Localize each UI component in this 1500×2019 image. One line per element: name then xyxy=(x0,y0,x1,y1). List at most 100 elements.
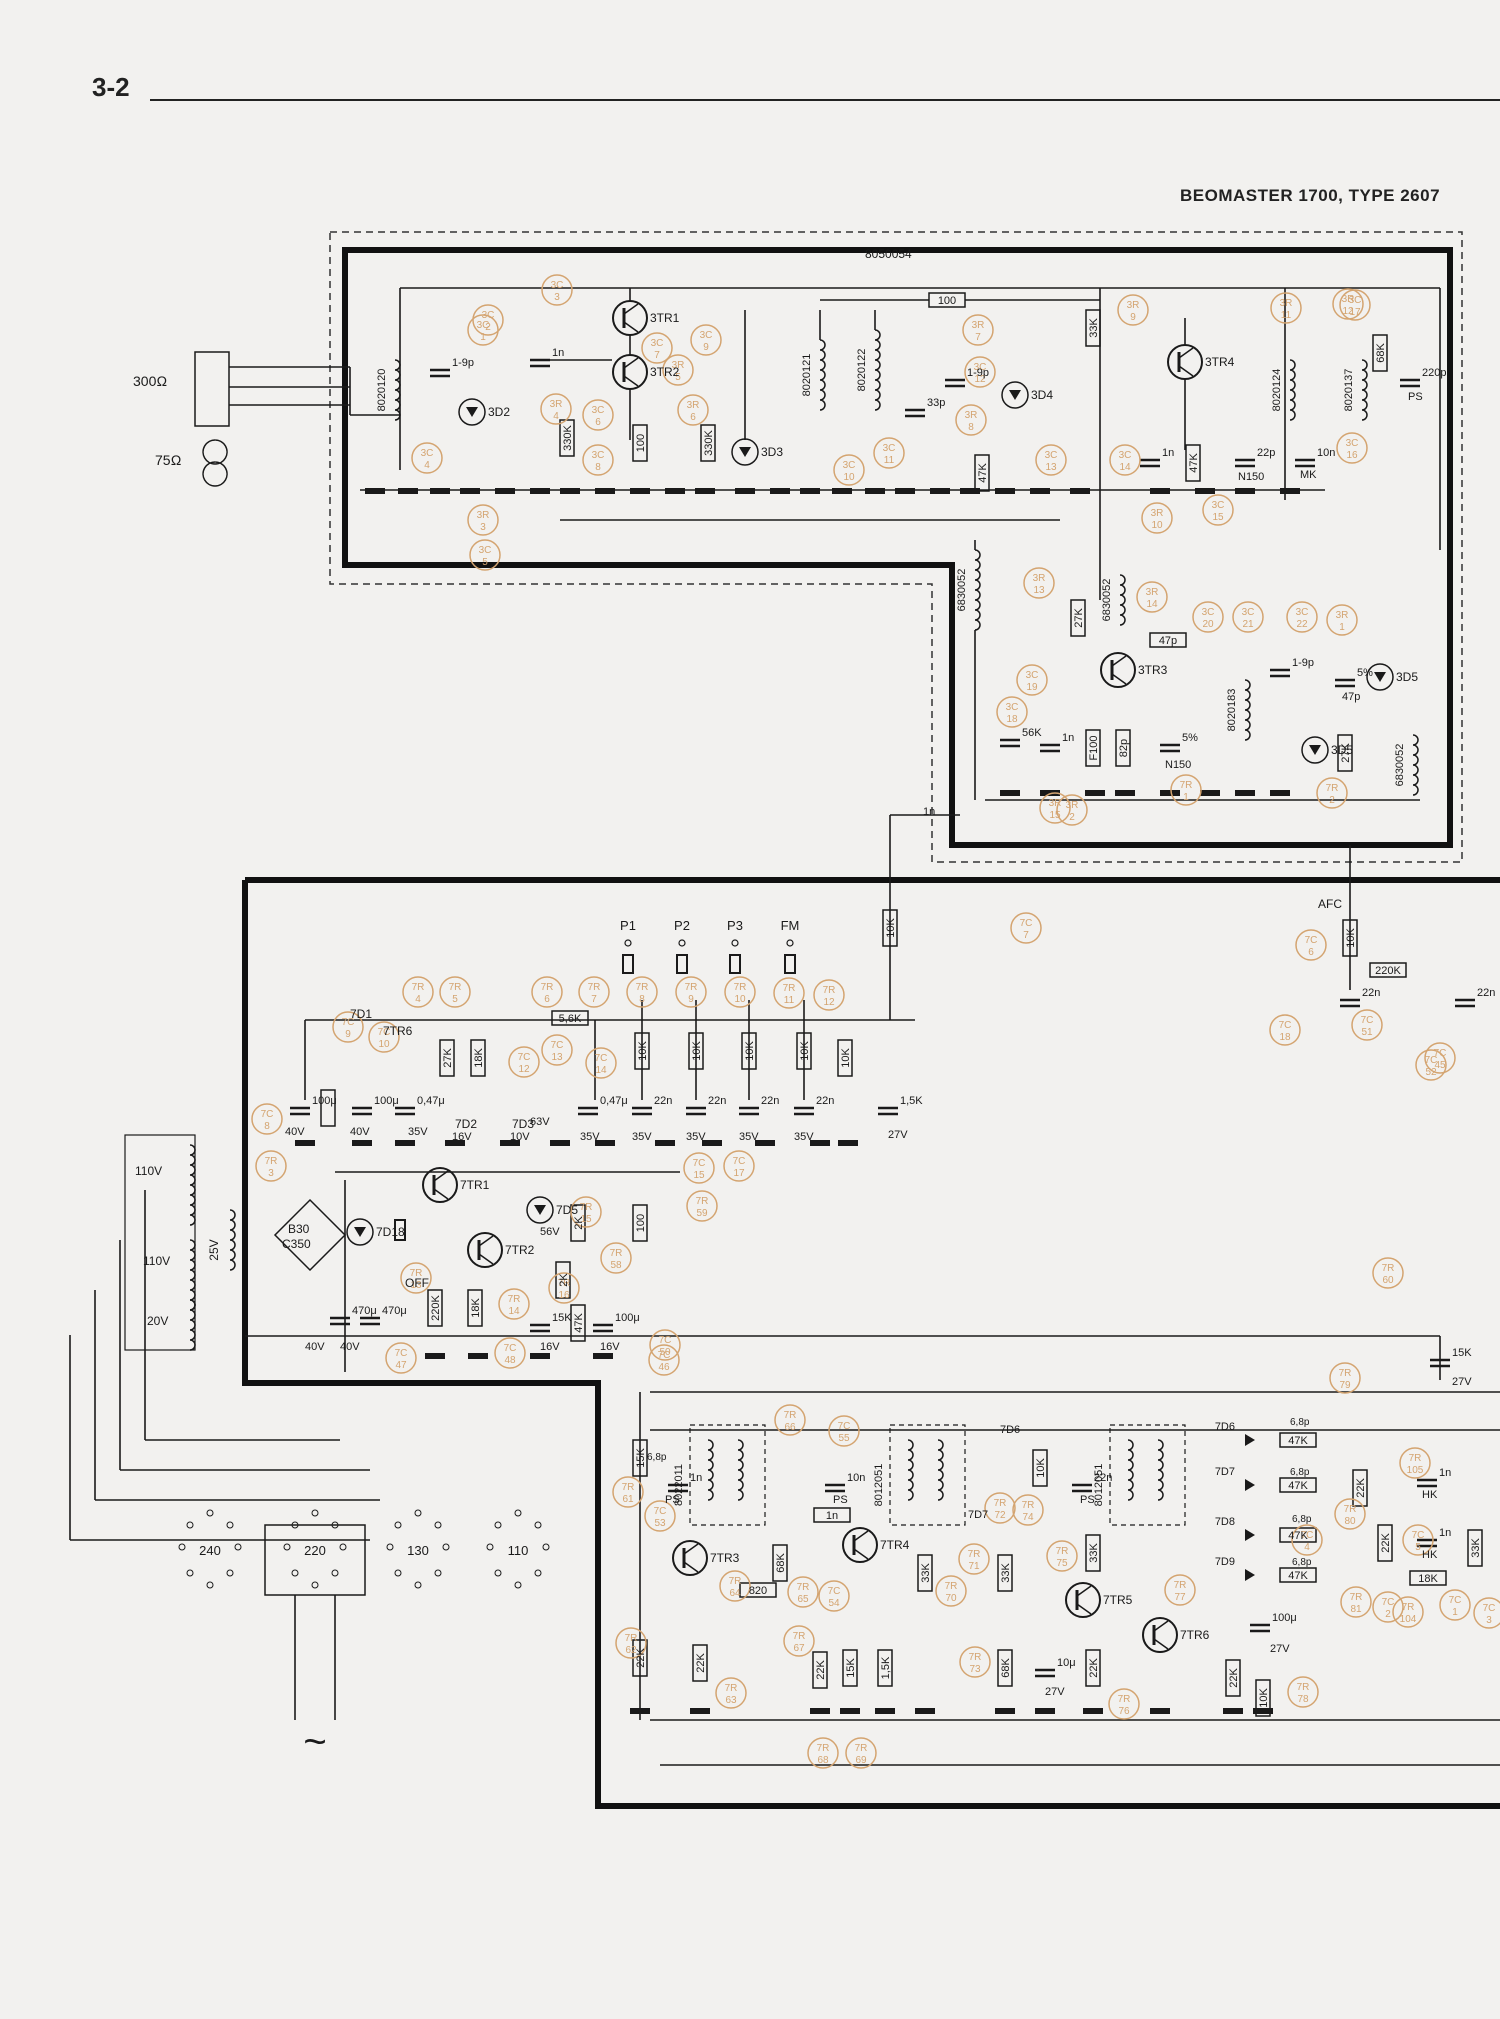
transistor-emitter xyxy=(623,375,639,387)
callout-prefix: 3C xyxy=(551,280,564,291)
capacitor-value: 56K xyxy=(1022,727,1042,739)
callout-circle xyxy=(615,1627,647,1659)
callout-circle xyxy=(813,979,845,1011)
resistor-value: 22K xyxy=(1380,1533,1392,1553)
callout-number: 7 xyxy=(654,350,660,361)
resistor xyxy=(1255,1679,1271,1717)
callout-circle xyxy=(1332,288,1364,320)
tolerance: 6,8p xyxy=(1292,1514,1312,1525)
callout-number: 15 xyxy=(1212,512,1224,523)
callout-circle xyxy=(402,976,434,1008)
resistor-value: 27K xyxy=(1340,743,1352,763)
callout-number: 11 xyxy=(1281,310,1292,321)
tolerance: 6,8p xyxy=(1290,1467,1310,1478)
callout-circle xyxy=(959,1646,991,1678)
if-transformer-can xyxy=(689,1424,766,1526)
callout-prefix: 7C xyxy=(693,1158,706,1169)
ground-symbol xyxy=(468,1353,488,1359)
callout-number: 3 xyxy=(1486,1615,1492,1626)
coil-winding xyxy=(1127,1439,1134,1501)
diode-label: 7D6 xyxy=(1000,1424,1020,1436)
callout-circle xyxy=(255,1150,287,1182)
cap-voltage: 40V xyxy=(340,1341,360,1353)
callout-circle xyxy=(1035,444,1067,476)
resistor-value: 15K xyxy=(635,1448,647,1468)
selector-pin xyxy=(331,1569,339,1577)
callout-number: 14 xyxy=(1146,599,1158,610)
callout-prefix: 7R xyxy=(1350,1592,1363,1603)
resistor xyxy=(812,1651,828,1689)
callout-number: 47 xyxy=(395,1360,407,1371)
selector-voltage: 220 xyxy=(304,1543,326,1558)
resistor xyxy=(1115,729,1131,767)
callout-number: 10 xyxy=(734,994,746,1005)
coil xyxy=(189,1144,196,1226)
callout-circle xyxy=(723,1150,755,1182)
callout-prefix: 7R xyxy=(734,982,747,993)
callout-prefix: 3C xyxy=(1006,702,1019,713)
callout-prefix: 3C xyxy=(651,338,664,349)
resistor xyxy=(1369,962,1407,978)
callout-circle xyxy=(400,1262,432,1294)
ground-symbol xyxy=(630,488,650,494)
capacitor-value: 22n xyxy=(654,1095,672,1107)
ground-symbol xyxy=(560,488,580,494)
resistor-value: 220K xyxy=(1375,965,1401,977)
callout-circle xyxy=(1170,774,1202,806)
callout-number: 1 xyxy=(1452,1607,1458,1618)
diode-symbol xyxy=(731,438,759,466)
callout-number: 15 xyxy=(580,1214,592,1225)
callout-circle xyxy=(1372,1257,1404,1289)
reference-callout: 3C3 xyxy=(541,274,573,306)
preset-contact xyxy=(678,939,686,947)
selector-pin xyxy=(206,1581,214,1589)
callout-circle xyxy=(1108,1688,1140,1720)
transistor-emitter xyxy=(433,1188,449,1200)
callout-circle xyxy=(1010,912,1042,944)
callout-number: 77 xyxy=(1174,1592,1186,1603)
capacitor-value: 22n xyxy=(1094,1472,1112,1484)
callout-number: 74 xyxy=(1022,1512,1034,1523)
if-coil-label: 8022011 xyxy=(673,1464,685,1506)
callout-prefix: 7R xyxy=(588,982,601,993)
resistor-value: 33K xyxy=(1470,1538,1482,1558)
resistor-value: 10K xyxy=(1345,928,1357,948)
resistor-value: 47K xyxy=(573,1313,585,1333)
cap-type: 63V xyxy=(530,1116,550,1128)
callout-prefix: 7R xyxy=(1297,1682,1310,1693)
coupling-cap: 1n xyxy=(923,806,935,818)
ground-symbol xyxy=(1150,1708,1170,1714)
capacitor-value: 220p xyxy=(1422,367,1446,379)
power-switch-label: OFF xyxy=(405,1276,429,1290)
callout-circle xyxy=(1056,794,1088,826)
reference-callout: 7C2 xyxy=(1372,1591,1404,1623)
capacitor-value: 22n xyxy=(761,1095,779,1107)
callout-circle xyxy=(984,1492,1016,1524)
selector-pin xyxy=(339,1543,347,1551)
callout-circle xyxy=(411,442,443,474)
callout-circle xyxy=(578,976,610,1008)
callout-circle xyxy=(845,1737,877,1769)
callout-prefix: 7R xyxy=(1118,1694,1131,1705)
callout-circle xyxy=(626,976,658,1008)
transistor-symbol xyxy=(1142,1617,1178,1653)
callout-prefix: 7R xyxy=(969,1652,982,1663)
callout-number: 7 xyxy=(975,332,981,343)
coil-winding xyxy=(229,1209,236,1271)
callout-number: 12 xyxy=(1342,306,1354,317)
callout-number: 10 xyxy=(1151,520,1163,531)
callout-number: 9 xyxy=(688,994,694,1005)
cap-voltage: 35V xyxy=(686,1131,706,1143)
callout-circle xyxy=(677,394,709,426)
callout-number: 5 xyxy=(452,994,458,1005)
callout-circle xyxy=(648,1344,680,1376)
callout-number: 14 xyxy=(595,1065,607,1076)
resistor xyxy=(1409,1570,1447,1586)
ground-symbol xyxy=(595,488,615,494)
afc-label: AFC xyxy=(1318,897,1342,911)
